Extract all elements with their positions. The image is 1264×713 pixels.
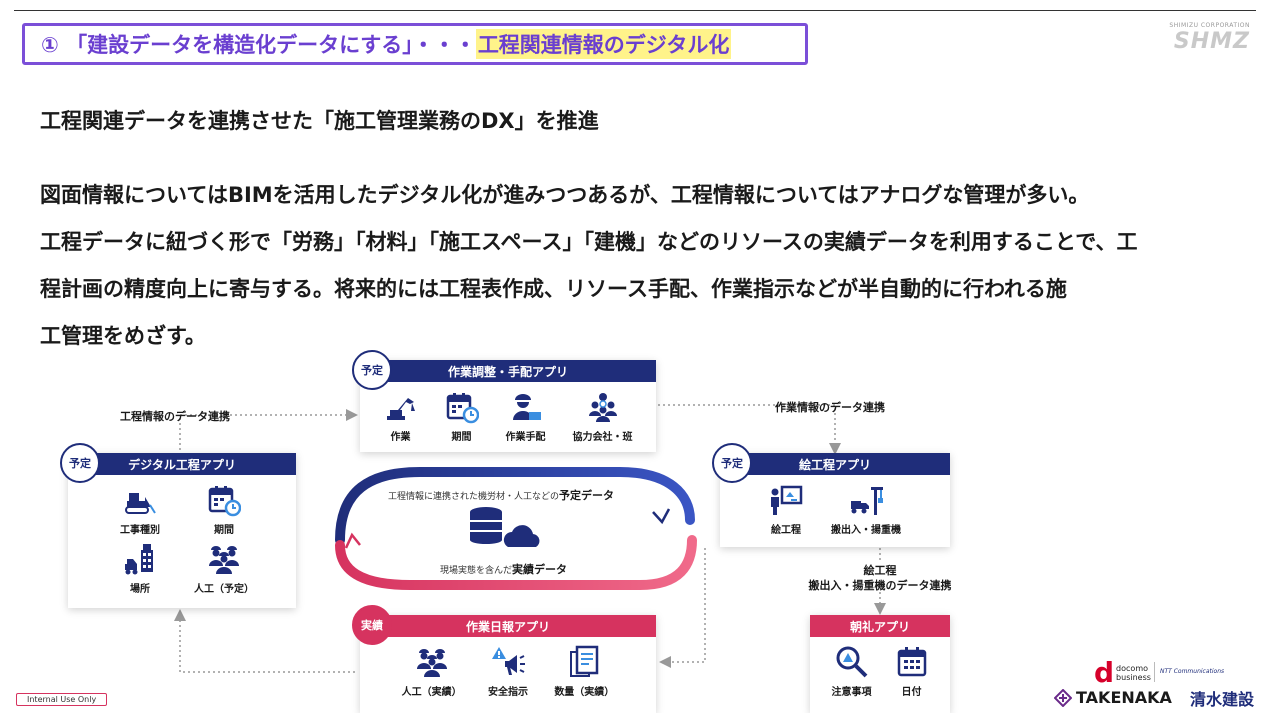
connector-picture-to-report xyxy=(659,548,706,668)
planned-badge: 予定 xyxy=(352,350,392,390)
app-item: 工事種別 xyxy=(100,483,180,536)
presenter-board-icon xyxy=(771,485,803,515)
loop-actual-text: 現場実態を含んだ実績データ xyxy=(440,563,568,576)
slide-title: ① 「建設データを構造化データにする」・・・ 工程関連情報のデジタル化 xyxy=(22,23,808,65)
magnifier-warning-icon xyxy=(836,646,867,678)
app-item: 作業手配 xyxy=(506,390,546,443)
body-paragraph: 図面情報についてはBIMを活用したデジタル化が進みつつあるが、工程情報については… xyxy=(40,172,1240,360)
loop-planned-text: 工程情報に連携された機労材・人工などの予定データ xyxy=(388,489,615,502)
morning-meeting-app-card: 朝礼アプリ 注意事項 日付 xyxy=(810,615,950,713)
card-title: 朝礼アプリ xyxy=(810,615,950,637)
app-item: 安全指示 xyxy=(485,645,531,698)
work-adjust-app-card: 予定 作業調整・手配アプリ 作業 期間 作業手配 協力会社・班 xyxy=(352,350,656,452)
app-item: 絵工程 xyxy=(769,483,803,536)
app-item: 日付 xyxy=(895,645,929,698)
card-title: 作業日報アプリ xyxy=(360,615,656,637)
app-item: 注意事項 xyxy=(832,645,872,698)
daily-report-app-card: 実績 作業日報アプリ 人工（実績） 安全指示 数量（実績） xyxy=(352,605,656,713)
app-item: 期間 xyxy=(445,390,479,443)
internal-use-badge: Internal Use Only xyxy=(16,693,108,706)
calendar-clock-icon xyxy=(208,486,241,517)
workers-group-icon xyxy=(209,546,239,574)
shimizu-logo: 清水建設 xyxy=(1190,690,1255,709)
team-icon xyxy=(588,393,617,422)
slide-title-main: ① 「建設データを構造化データにする」・・・ xyxy=(41,33,476,57)
workers-group-icon xyxy=(416,649,447,677)
app-item: 数量（実績） xyxy=(554,645,614,698)
card-title: 作業調整・手配アプリ xyxy=(360,360,656,382)
takenaka-mark-icon xyxy=(1054,688,1072,707)
paragraph-line: 工管理をめざす。 xyxy=(40,324,206,348)
app-item: 搬出入・揚重機 xyxy=(831,483,901,536)
card-title: 絵工程アプリ xyxy=(720,453,950,475)
top-rule xyxy=(14,10,1256,11)
connector-feedback xyxy=(174,609,355,673)
site-building-icon xyxy=(125,544,153,575)
excavator-icon xyxy=(386,398,415,420)
truck-crane-icon xyxy=(851,487,883,515)
loop-planned-arc xyxy=(335,467,695,545)
calendar-clock-icon xyxy=(446,393,479,424)
worker-laptop-icon xyxy=(512,394,541,420)
planned-badge: 予定 xyxy=(712,443,752,483)
documents-icon xyxy=(570,645,599,677)
planned-badge: 予定 xyxy=(60,443,100,483)
card-title: デジタル工程アプリ xyxy=(68,453,296,475)
takenaka-logo: TAKENAKA xyxy=(1054,688,1172,707)
loop-planned-arrowhead xyxy=(652,508,671,525)
slide-title-highlight: 工程関連情報のデジタル化 xyxy=(475,29,732,59)
actual-badge: 実績 xyxy=(352,605,392,645)
label-picture-link: 絵工程 搬出入・揚重機のデータ連携 xyxy=(808,564,952,592)
app-item: 場所 xyxy=(100,542,180,595)
database-cloud-icon xyxy=(470,507,540,547)
warning-megaphone-icon xyxy=(491,647,525,675)
app-item: 期間 xyxy=(184,483,264,536)
label-work-link: 作業情報のデータ連携 xyxy=(775,401,885,414)
logo-separator xyxy=(1154,662,1155,682)
paragraph-line: 図面情報についてはBIMを活用したデジタル化が進みつつあるが、工程情報については… xyxy=(40,183,1090,207)
calendar-icon xyxy=(897,647,926,677)
picture-schedule-app-card: 予定 絵工程アプリ 絵工程 搬出入・揚重機 xyxy=(712,443,950,547)
label-schedule-link: 工程情報のデータ連携 xyxy=(120,410,230,423)
brand-logo-text: SHMZ xyxy=(1173,29,1250,54)
slide-subtitle: 工程関連データを連携させた「施工管理業務のDX」を推進 xyxy=(40,109,599,133)
paragraph-line: 工程データに紐づく形で「労務」「材料」「施工スペース」「建機」などのリソースの実… xyxy=(40,230,1138,254)
paragraph-line: 程計画の精度向上に寄与する。将来的には工程表作成、リソース手配、作業指示などが半… xyxy=(40,277,1067,301)
app-item: 人工（予定） xyxy=(184,542,264,595)
app-item: 協力会社・班 xyxy=(573,390,633,443)
app-item: 作業 xyxy=(384,390,418,443)
shimizu-corner-logo: SHIMIZU CORPORATION SHMZ xyxy=(1169,22,1250,54)
ntt-communications-logo: NTT Communications xyxy=(1160,668,1225,675)
loop-actual-arrowhead xyxy=(344,532,361,549)
brand-tiny-text: SHIMIZU CORPORATION xyxy=(1169,22,1250,29)
app-item: 人工（実績） xyxy=(402,645,462,698)
digital-schedule-app-card: 予定 デジタル工程アプリ 工事種別 期間 場所 人工（予定） xyxy=(60,443,296,608)
bulldozer-icon xyxy=(125,493,156,514)
